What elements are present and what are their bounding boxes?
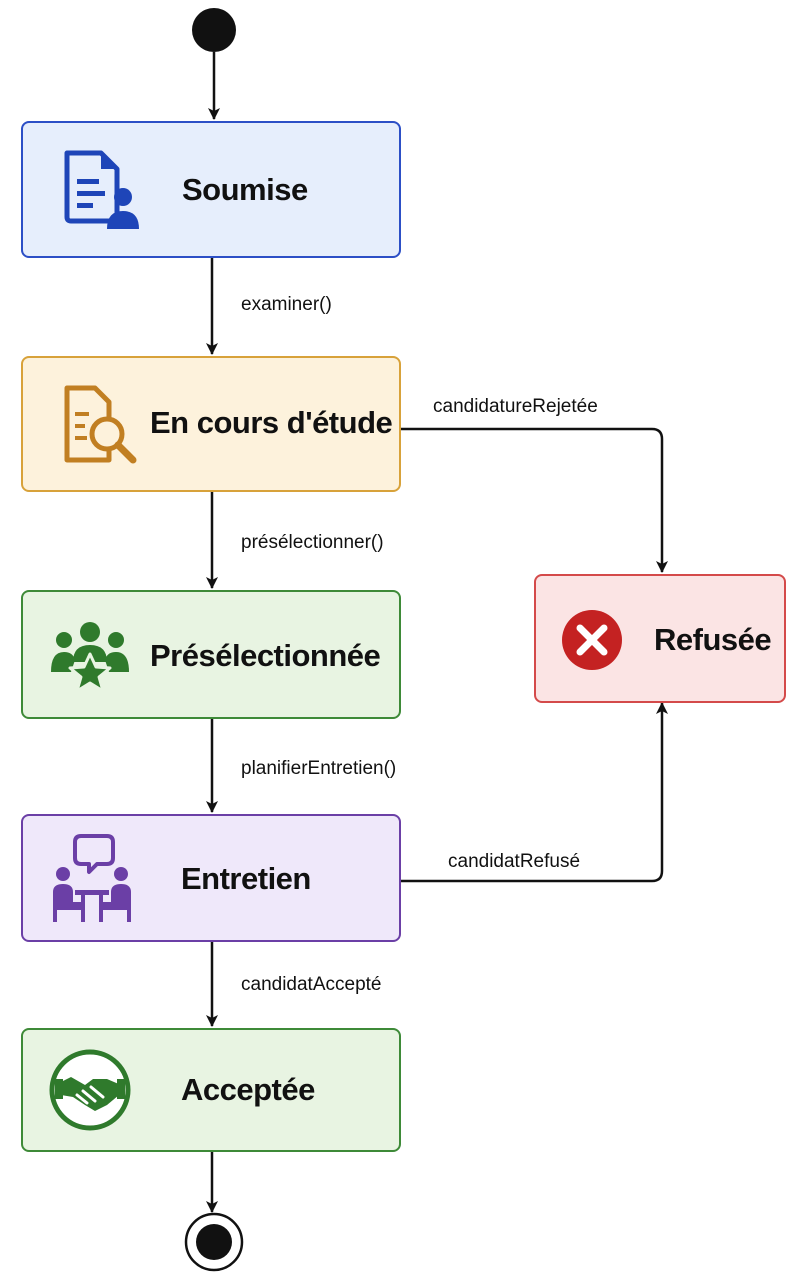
state-accepted: Acceptée bbox=[21, 1028, 401, 1152]
close-circle-icon bbox=[562, 610, 622, 670]
transition-label-rejected: candidatureRejetée bbox=[433, 396, 598, 417]
state-reviewing-name: En cours d'étude bbox=[150, 405, 393, 440]
document-person-icon bbox=[64, 150, 139, 229]
arrow-rejected bbox=[400, 427, 668, 573]
transition-label-accepted: candidatAccepté bbox=[241, 974, 382, 995]
initial-node bbox=[192, 8, 236, 52]
state-submitted-name: Soumise bbox=[182, 172, 308, 207]
state-interview-name: Entretien bbox=[181, 861, 311, 896]
document-search-icon bbox=[64, 385, 137, 464]
transition-label-schedule: planifierEntretien() bbox=[241, 758, 397, 779]
state-refused-name: Refusée bbox=[654, 622, 772, 657]
state-accepted-name: Acceptée bbox=[181, 1072, 315, 1107]
arrow-refused bbox=[400, 702, 668, 883]
state-submitted: Soumise bbox=[21, 121, 401, 258]
interview-icon bbox=[53, 834, 131, 922]
transition-label-refused: candidatRefusé bbox=[448, 851, 581, 872]
final-node-core bbox=[196, 1224, 232, 1260]
state-refused: Refusée bbox=[534, 574, 786, 703]
state-shortlisted: Présélectionnée bbox=[21, 590, 401, 719]
transition-label-shortlist: présélectionner() bbox=[241, 532, 384, 553]
state-reviewing: En cours d'étude bbox=[21, 356, 401, 492]
team-star-icon bbox=[51, 622, 129, 693]
state-shortlisted-name: Présélectionnée bbox=[150, 638, 381, 673]
handshake-icon bbox=[49, 1049, 131, 1131]
transition-label-examine: examiner() bbox=[241, 294, 332, 315]
state-interview: Entretien bbox=[21, 814, 401, 942]
